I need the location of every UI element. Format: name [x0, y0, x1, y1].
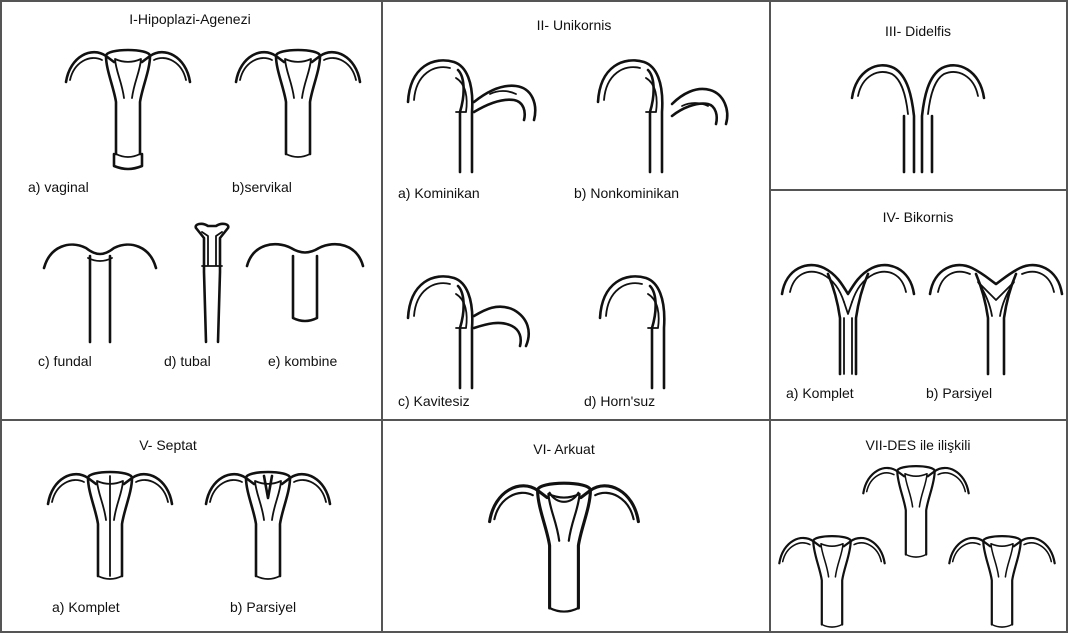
label-nonkominikan: b) Nonkominikan [574, 185, 679, 201]
label-fundal: c) fundal [38, 353, 92, 369]
panel-septat: V- Septat a) Komplet b) Parsiyel [48, 437, 330, 615]
didelfis-diagram [852, 65, 984, 172]
label-servikal: b)servikal [232, 179, 292, 195]
uterus-servikal-diagram [236, 50, 360, 157]
panel-unikornis: II- Unikornis a) Kominikan b) Nonkominik… [398, 17, 727, 409]
arkuat-diagram [490, 483, 639, 611]
des-uterus-top-diagram [863, 466, 968, 557]
des-uterus-left-diagram [779, 536, 884, 627]
panel-title: II- Unikornis [537, 17, 612, 33]
label-bikornis-parsiyel: b) Parsiyel [926, 385, 992, 401]
bikornis-komplet-diagram [782, 265, 914, 374]
unikornis-hornsuz-diagram [600, 276, 664, 388]
panel-hipoplazi-agenezi: I-Hipoplazi-Agenezi a) vaginal b)servika… [28, 11, 363, 369]
panel-arkuat: VI- Arkuat [490, 441, 639, 612]
panel-title: III- Didelfis [885, 23, 951, 39]
label-kombine: e) kombine [268, 353, 337, 369]
label-septat-komplet: a) Komplet [52, 599, 120, 615]
label-vaginal: a) vaginal [28, 179, 89, 195]
unikornis-kominikan-diagram [408, 60, 535, 172]
unikornis-kavitesiz-diagram [408, 276, 529, 388]
panel-bikornis: IV- Bikornis a) Komplet b) Parsiyel [782, 209, 1062, 401]
unikornis-nonkominikan-diagram [598, 60, 727, 172]
label-tubal: d) tubal [164, 353, 211, 369]
label-septat-parsiyel: b) Parsiyel [230, 599, 296, 615]
label-bikornis-komplet: a) Komplet [786, 385, 854, 401]
uterus-fundal-diagram [44, 245, 156, 342]
panel-title: IV- Bikornis [883, 209, 954, 225]
panel-title: VI- Arkuat [533, 441, 595, 457]
panel-des-iliskili: VII-DES ile ilişkili [779, 437, 1054, 627]
label-kominikan: a) Kominikan [398, 185, 480, 201]
septat-komplet-diagram [48, 472, 172, 579]
panel-title: I-Hipoplazi-Agenezi [129, 11, 250, 27]
septat-parsiyel-diagram [206, 472, 330, 579]
panel-didelfis: III- Didelfis [852, 23, 984, 172]
panel-title: V- Septat [139, 437, 197, 453]
label-kavitesiz: c) Kavitesiz [398, 393, 470, 409]
uterus-tubal-diagram [196, 224, 229, 342]
bikornis-parsiyel-diagram [930, 265, 1062, 374]
uterus-vaginal-diagram [66, 50, 190, 169]
des-uterus-right-diagram [949, 536, 1054, 627]
panel-title: VII-DES ile ilişkili [865, 437, 970, 453]
label-hornsuz: d) Horn'suz [584, 393, 655, 409]
uterus-kombine-diagram [247, 244, 363, 321]
